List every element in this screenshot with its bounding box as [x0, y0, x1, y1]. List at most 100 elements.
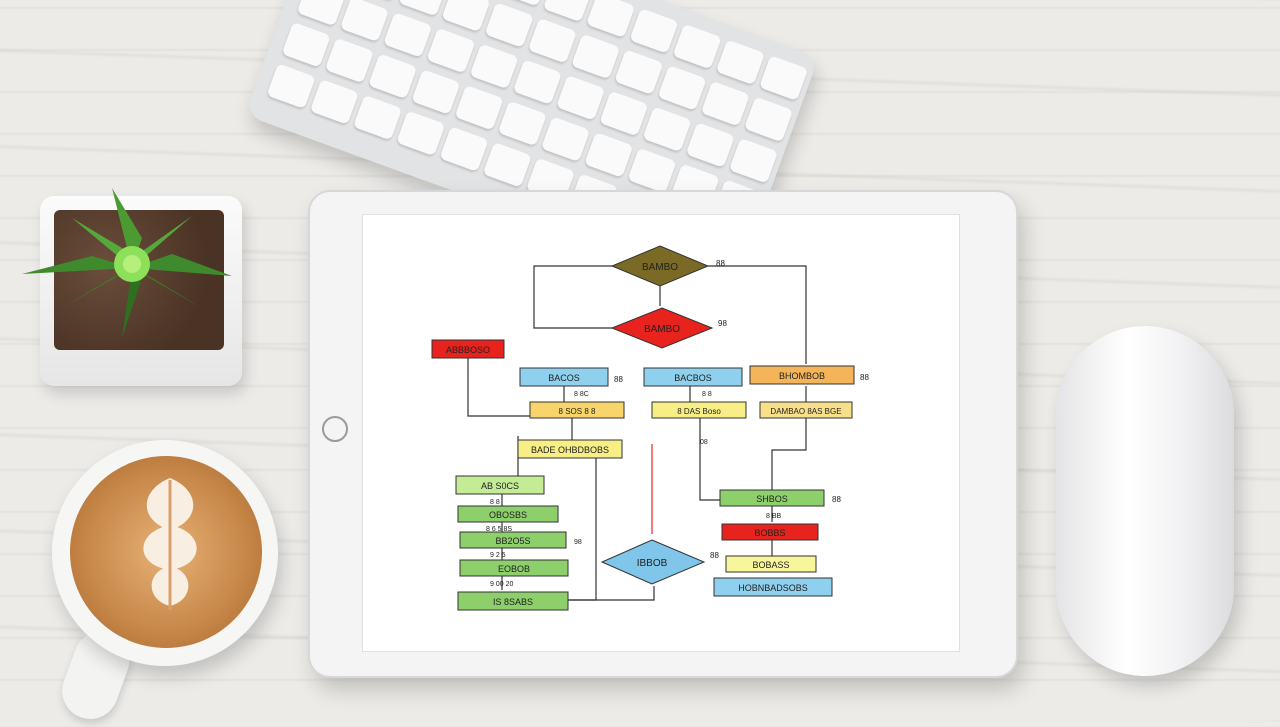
left-side-3: 98 — [574, 539, 582, 546]
left-small-2: 8 6 5 8S — [486, 526, 512, 533]
left-label-4: EOBOB — [498, 564, 530, 574]
keyboard-key — [700, 80, 750, 127]
keyboard-key — [296, 0, 346, 27]
right-label-1: SHBOS — [756, 494, 788, 504]
keyboard-key — [454, 84, 504, 131]
keyboard-key — [469, 43, 519, 90]
left-label-5: IS 8SABS — [493, 597, 533, 607]
keyboard-key — [672, 23, 722, 70]
keyboard-key — [383, 12, 433, 58]
keyboard-key — [368, 53, 418, 100]
keyboard-key — [685, 122, 735, 168]
row1-label-3: BHOMBOB — [779, 371, 825, 381]
right-small: 8 BB — [766, 513, 782, 520]
left-box-2 — [457, 505, 559, 523]
keyboard-key — [339, 0, 390, 43]
keyboard-key — [426, 27, 476, 74]
keyboard-key — [715, 39, 765, 86]
keyboard-key — [614, 49, 664, 96]
keyboard-key — [352, 94, 403, 141]
left-side-mark: 08 — [700, 439, 708, 446]
mid-box-label: BADE OHBDBOBS — [531, 445, 609, 455]
keyboard-key — [542, 0, 593, 23]
right-box-2 — [721, 523, 819, 541]
keyboard-key — [728, 137, 779, 184]
row1-sub-1: 8 8C — [574, 391, 589, 398]
row2-label-1: 8 SOS 8 8 — [559, 407, 596, 416]
keyboard-key — [758, 55, 809, 101]
row2-box-1 — [529, 401, 625, 419]
mouse — [1056, 326, 1234, 676]
right-label-4: HOBNBADSOBS — [738, 583, 808, 593]
keyboard-key — [527, 17, 578, 64]
keyboard-key — [743, 96, 794, 143]
keyboard-key — [627, 147, 677, 194]
keyboard-key — [540, 116, 591, 163]
row1-label-1: BACOS — [548, 373, 580, 383]
keyboard-key — [439, 126, 489, 172]
plant-pot — [22, 188, 242, 386]
row1-box-3 — [749, 365, 855, 385]
keyboard-key — [629, 8, 679, 54]
row1-side-3: 88 — [860, 373, 869, 382]
left-box-4 — [459, 559, 569, 577]
row2-label-2: 8 DAS Boso — [677, 407, 721, 416]
decision-mid — [610, 307, 714, 349]
left-label-3: BB2O5S — [495, 536, 530, 546]
keyboard-key — [396, 110, 446, 157]
red-box-label: ABBBOSO — [446, 345, 490, 355]
home-button[interactable] — [322, 416, 348, 442]
row1-box-2 — [643, 367, 743, 387]
left-box-3 — [459, 531, 567, 549]
keyboard-key — [309, 79, 359, 125]
row1-label-2: BACBOS — [674, 373, 712, 383]
decision-bottom-label: IBBOB — [637, 558, 668, 569]
left-small-3: 9 2 5 — [490, 552, 506, 559]
keyboard-key — [555, 75, 606, 121]
decision-bottom — [600, 539, 706, 585]
row1-side-1: 88 — [614, 375, 623, 384]
left-label-2: OBOSBS — [489, 510, 527, 520]
right-label-3: BOBASS — [752, 560, 789, 570]
flowchart: BAMBO 88 BAMBO 98 IBBOB 88 ABBBOSO BACOS… — [431, 245, 869, 611]
decision-top — [610, 245, 710, 287]
decision-mid-label: BAMBO — [644, 324, 680, 335]
keyboard-key — [512, 59, 562, 105]
keyboard-key — [482, 141, 532, 188]
keyboard-key — [584, 132, 634, 178]
mid-box — [517, 439, 623, 459]
decision-top-side: 88 — [716, 259, 725, 268]
left-box-1 — [455, 475, 545, 495]
left-label-1: AB S0CS — [481, 481, 519, 491]
row1-sub-2: 8 8 — [702, 391, 712, 398]
decision-mid-side: 98 — [718, 319, 727, 328]
keyboard-key — [324, 37, 375, 84]
keyboard-key — [411, 69, 461, 115]
decision-bottom-side: 88 — [710, 551, 719, 560]
right-side-1: 88 — [832, 495, 841, 504]
right-box-1 — [719, 489, 825, 507]
left-small-1: 8 8 — [490, 499, 500, 506]
keyboard-key — [586, 0, 636, 38]
keyboard-key — [657, 65, 707, 111]
keyboard-key — [441, 0, 491, 33]
keyboard-key — [497, 100, 547, 147]
decision-top-label: BAMBO — [642, 262, 678, 273]
right-label-2: BOBBS — [754, 528, 785, 538]
keyboard-key — [281, 21, 331, 68]
keyboard-key — [266, 63, 316, 109]
keyboard-key — [484, 2, 534, 48]
left-box-5 — [457, 591, 569, 611]
keyboard-key — [571, 33, 621, 80]
row2-box-3 — [759, 401, 853, 419]
keyboard-key — [398, 0, 448, 17]
tablet-screen: BAMBO 88 BAMBO 98 IBBOB 88 ABBBOSO BACOS… — [362, 214, 960, 652]
left-small-4: 9 00 20 — [490, 581, 513, 588]
row1-box-1 — [519, 367, 609, 387]
succulent-icon — [22, 188, 232, 338]
latte-art-icon — [143, 478, 197, 610]
keyboard-key — [642, 106, 692, 153]
keyboard-key — [599, 90, 649, 137]
right-box-4 — [713, 577, 833, 597]
red-box — [431, 339, 505, 359]
